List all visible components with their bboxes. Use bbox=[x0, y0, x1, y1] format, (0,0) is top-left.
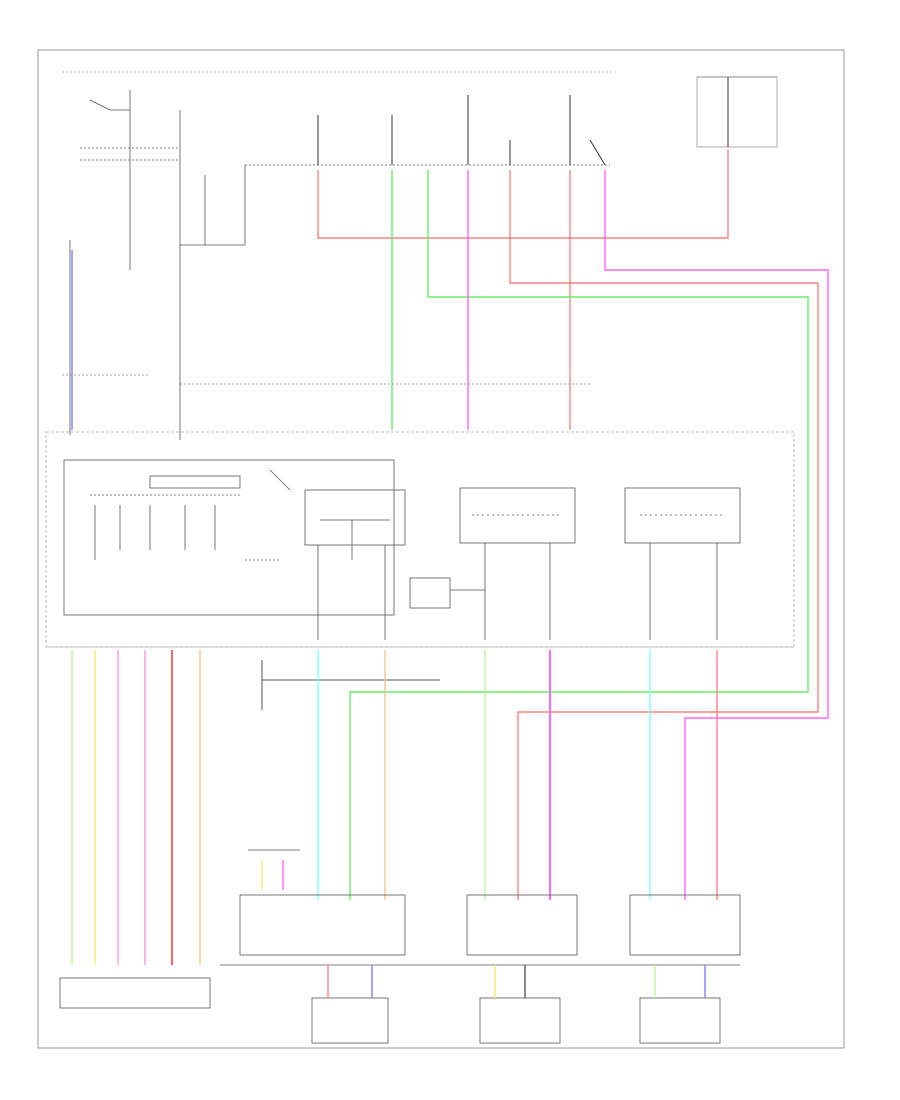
motor-wires bbox=[327, 965, 706, 998]
fuse-box-outline bbox=[696, 76, 778, 148]
control-unit-outline bbox=[45, 431, 795, 648]
control-unit-internals bbox=[63, 459, 741, 640]
ignition-switch bbox=[69, 90, 610, 440]
switch-housings bbox=[59, 894, 741, 1044]
green-wire bbox=[349, 170, 809, 900]
diagram-frame bbox=[37, 49, 845, 1049]
red-wire-top bbox=[317, 150, 819, 900]
magenta-wire bbox=[467, 170, 829, 900]
ground-block bbox=[261, 660, 440, 710]
lock-switch-wires bbox=[248, 849, 300, 890]
fuse-stubs bbox=[317, 95, 606, 166]
passenger-wires bbox=[317, 650, 718, 900]
left-wire-bundle bbox=[71, 650, 201, 965]
